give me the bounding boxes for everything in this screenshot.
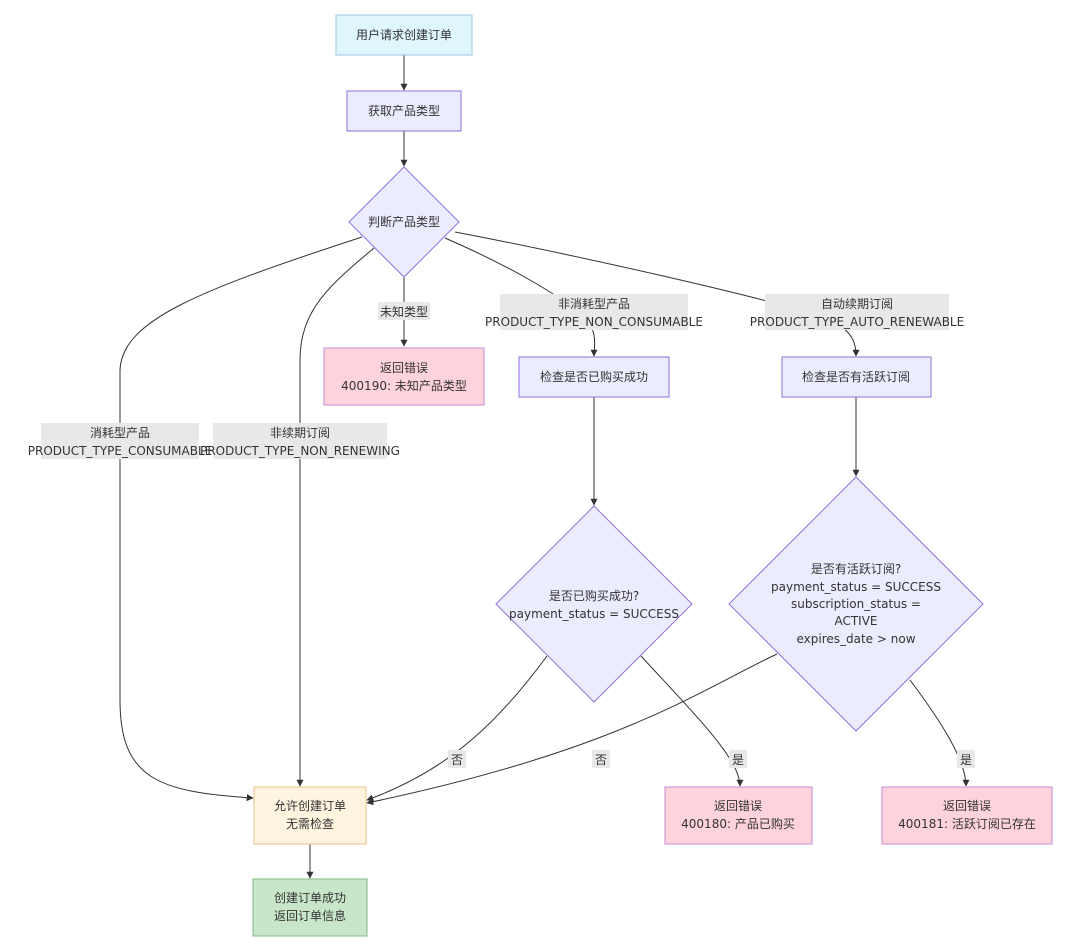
node-decide-active-line-3: subscription_status = — [791, 597, 921, 611]
edge-label-non-renewing: 非续期订阅 PRODUCT_TYPE_NON_RENEWING — [200, 423, 400, 459]
node-create-success-shape — [252, 878, 368, 937]
node-start-line-1: 用户请求创建订单 — [356, 27, 452, 42]
edge-judge-to-allow-non-renewing — [296, 247, 375, 787]
node-error-active-subscription: 返回错误 400181: 活跃订阅已存在 — [881, 786, 1053, 845]
node-allow-create-line-1: 允许创建订单 — [274, 798, 346, 813]
edge-label-non-consumable: 非消耗型产品 PRODUCT_TYPE_NON_CONSUMABLE — [485, 294, 703, 330]
node-decide-active: 是否有活跃订阅? payment_status = SUCCESS subscr… — [728, 476, 984, 732]
edge-label-active-no-text: 否 — [595, 753, 607, 767]
node-start: 用户请求创建订单 — [335, 14, 473, 56]
nodes: 用户请求创建订单 获取产品类型 判断产品类型 返回错误 400190: 未知产品… — [252, 14, 1053, 937]
edge-label-purchase-yes-text: 是 — [732, 753, 744, 767]
edge-label-purchase-yes: 是 — [729, 750, 747, 768]
node-check-active-shape — [781, 356, 932, 398]
node-get-type-line-1: 获取产品类型 — [368, 104, 440, 118]
node-create-success: 创建订单成功 返回订单信息 — [252, 878, 368, 937]
node-decide-active-line-4: ACTIVE — [834, 614, 877, 628]
node-check-active-line-1: 检查是否有活跃订阅 — [802, 369, 910, 384]
node-create-success-line-1: 创建订单成功 — [274, 891, 346, 905]
edge-label-non-consumable-line-1: 非消耗型产品 — [558, 297, 630, 311]
node-allow-create-line-2: 无需检查 — [286, 816, 334, 831]
edge-label-auto-renewable-line-2: PRODUCT_TYPE_AUTO_RENEWABLE — [750, 315, 964, 329]
edge-label-auto-renewable-line-1: 自动续期订阅 — [821, 297, 893, 311]
edge-label-purchase-no: 否 — [448, 750, 466, 768]
node-get-type: 获取产品类型 — [346, 90, 462, 132]
node-error-already-purchased: 返回错误 400180: 产品已购买 — [664, 786, 813, 845]
node-error-unknown-type-line-2: 400190: 未知产品类型 — [341, 379, 467, 393]
node-error-already-purchased-line-1: 返回错误 — [714, 799, 762, 813]
node-decide-active-line-1: 是否有活跃订阅? — [811, 562, 901, 576]
edge-label-auto-renewable: 自动续期订阅 PRODUCT_TYPE_AUTO_RENEWABLE — [750, 294, 964, 330]
edge-purchase-yes-to-error — [640, 655, 744, 787]
node-decide-active-line-2: payment_status = SUCCESS — [771, 580, 941, 594]
node-error-unknown-type-shape — [323, 347, 485, 406]
edge-label-purchase-no-text: 否 — [451, 753, 463, 767]
edge-label-active-no: 否 — [592, 750, 610, 768]
node-error-already-purchased-shape — [664, 786, 813, 845]
node-error-active-subscription-shape — [881, 786, 1053, 845]
node-decide-purchase: 是否已购买成功? payment_status = SUCCESS — [495, 505, 693, 703]
edge-active-no-to-allow — [366, 653, 778, 806]
node-error-unknown-type-line-1: 返回错误 — [380, 361, 428, 375]
node-decide-active-shape — [728, 476, 984, 732]
node-error-active-subscription-line-1: 返回错误 — [943, 799, 991, 813]
edge-active-yes-to-error — [909, 679, 970, 787]
edges — [119, 55, 970, 879]
edge-label-active-yes-text: 是 — [960, 753, 972, 767]
node-check-active: 检查是否有活跃订阅 — [781, 356, 932, 398]
edge-purchase-no-to-allow — [366, 655, 548, 802]
node-get-type-shape — [346, 90, 462, 132]
node-check-purchase: 检查是否已购买成功 — [518, 356, 670, 398]
node-allow-create-shape — [253, 786, 367, 845]
node-judge-type-shape — [348, 166, 460, 278]
node-judge-type: 判断产品类型 — [348, 166, 460, 278]
edge-label-consumable-line-1: 消耗型产品 — [90, 426, 150, 440]
edge-label-non-renewing-line-2: PRODUCT_TYPE_NON_RENEWING — [200, 444, 400, 458]
node-error-unknown-type: 返回错误 400190: 未知产品类型 — [323, 347, 485, 406]
node-error-active-subscription-line-2: 400181: 活跃订阅已存在 — [898, 817, 1036, 831]
node-create-success-line-2: 返回订单信息 — [274, 908, 346, 923]
node-decide-purchase-shape — [495, 505, 693, 703]
edge-label-non-consumable-line-2: PRODUCT_TYPE_NON_CONSUMABLE — [485, 315, 703, 329]
edge-label-active-yes: 是 — [957, 750, 975, 768]
node-decide-purchase-line-1: 是否已购买成功? — [549, 588, 639, 603]
node-allow-create: 允许创建订单 无需检查 — [253, 786, 367, 845]
edge-label-unknown: 未知类型 — [378, 302, 430, 320]
edge-label-unknown-line-1: 未知类型 — [380, 305, 428, 319]
node-judge-type-line-1: 判断产品类型 — [368, 214, 440, 229]
edge-label-non-renewing-line-1: 非续期订阅 — [270, 426, 330, 440]
node-check-purchase-line-1: 检查是否已购买成功 — [540, 369, 648, 384]
edge-label-consumable-line-2: PRODUCT_TYPE_CONSUMABLE — [28, 444, 213, 458]
node-error-already-purchased-line-2: 400180: 产品已购买 — [681, 816, 795, 831]
edge-judge-to-allow-consumable — [119, 236, 363, 802]
node-start-shape — [335, 14, 473, 56]
node-decide-active-line-5: expires_date > now — [796, 632, 915, 646]
edge-labels: 未知类型 非消耗型产品 PRODUCT_TYPE_NON_CONSUMABLE … — [28, 294, 975, 768]
node-decide-purchase-line-2: payment_status = SUCCESS — [509, 607, 679, 621]
node-check-purchase-shape — [518, 356, 670, 398]
edge-label-consumable: 消耗型产品 PRODUCT_TYPE_CONSUMABLE — [28, 423, 213, 459]
